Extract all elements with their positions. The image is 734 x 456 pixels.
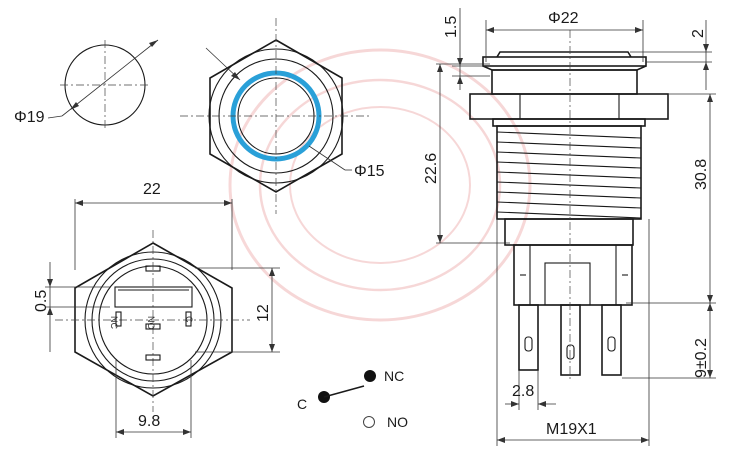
terminal-left — [518, 304, 539, 371]
side-view: Φ22 1.5 2 22.6 30.8 9±0.2 — [423, 8, 716, 446]
thread — [496, 131, 642, 219]
terminal-center — [560, 304, 581, 376]
dim-12: 12 — [255, 304, 272, 322]
contact-nc — [364, 370, 376, 382]
dim-phi19: Φ19 — [14, 109, 45, 126]
contact-no — [363, 416, 375, 428]
pin-label-nc: NC — [109, 316, 119, 329]
dim-phi22: Φ22 — [548, 10, 579, 27]
dim-9-8: 9.8 — [138, 413, 160, 430]
dim-phi15: Φ15 — [354, 163, 385, 180]
dim-width-22: 22 — [143, 181, 161, 198]
dim-2: 2 — [690, 29, 707, 38]
circuit-label-nc: NC — [384, 368, 404, 384]
dim-1-5: 1.5 — [443, 16, 460, 38]
dim-0-5: 0.5 — [33, 290, 50, 312]
dim-thread-m19x1: M19X1 — [546, 421, 597, 438]
rear-view: 22 NC NO C 0.5 12 9.8 — [33, 181, 280, 438]
terminal-right — [601, 304, 622, 376]
dim-9-pm-0-2: 9±0.2 — [693, 338, 710, 378]
pin-label-c: C — [184, 316, 194, 323]
circuit-label-c: C — [297, 396, 307, 412]
front-view: Φ15 — [180, 18, 385, 214]
dim-30-8: 30.8 — [693, 159, 710, 190]
dim-22-6: 22.6 — [423, 153, 440, 184]
circuit-symbol: C NC NO — [297, 368, 408, 430]
watermark-logo — [228, 48, 532, 322]
circuit-label-no: NO — [387, 414, 408, 430]
dim-2-8: 2.8 — [512, 383, 534, 400]
panel-cutout-view: Φ19 — [14, 39, 159, 130]
pin-label-no: NO — [146, 316, 156, 330]
